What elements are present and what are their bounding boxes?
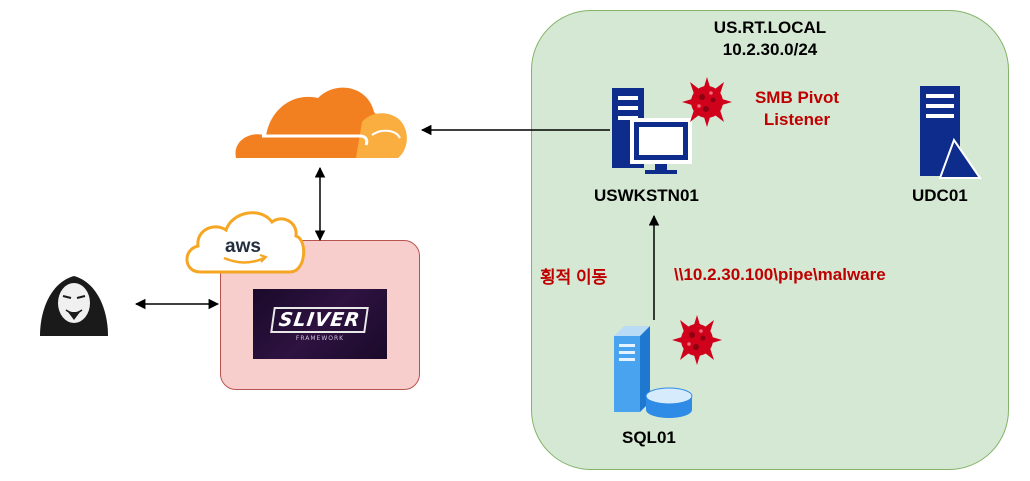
- hacker-icon: [40, 276, 108, 336]
- sliver-logo: SLIVER FRAMEWORK: [253, 289, 387, 359]
- sliver-logo-subtext: FRAMEWORK: [295, 334, 345, 342]
- server-icon: [920, 86, 982, 179]
- network-subnet-label: 10.2.30.0/24: [722, 40, 818, 59]
- malware-icon: [672, 315, 722, 365]
- workstation-label: USWKSTN01: [594, 186, 699, 205]
- aws-logo-text: aws: [225, 236, 261, 257]
- smb-listener-line2: Listener: [763, 110, 831, 129]
- aws-icon: aws: [185, 211, 306, 274]
- smb-listener-line1: SMB Pivot: [754, 88, 840, 107]
- lateral-movement-label: 횡적 이동: [540, 268, 608, 287]
- network-domain-label: US.RT.LOCAL: [713, 18, 827, 37]
- domain-controller-label: UDC01: [912, 186, 968, 205]
- smb-pivot-listener-label: SMB Pivot Listener: [749, 87, 845, 131]
- pipe-path-label: \\10.2.30.100\pipe\malware: [674, 265, 886, 284]
- database-server-icon: [614, 326, 693, 418]
- cloudflare-icon: [235, 87, 407, 158]
- workstation-icon: [612, 88, 692, 174]
- sql-server-label: SQL01: [622, 428, 676, 447]
